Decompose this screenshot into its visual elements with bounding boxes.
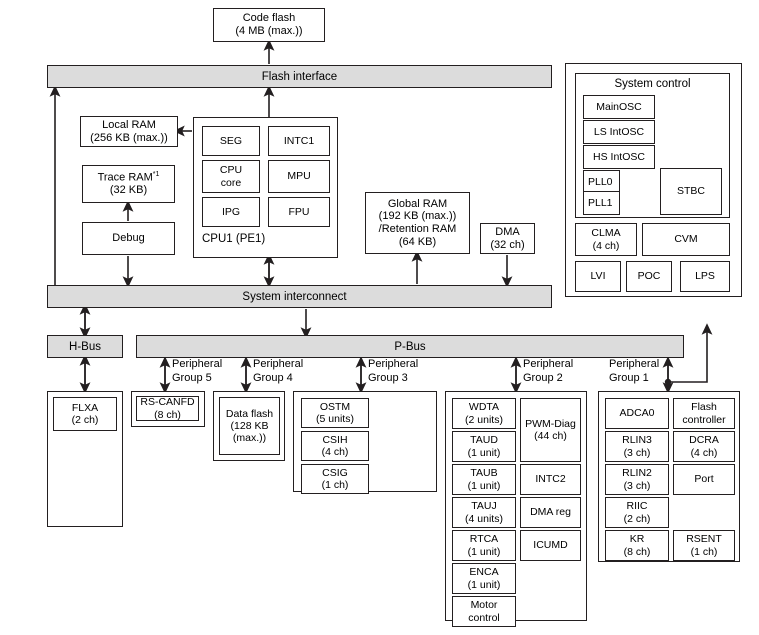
system-interconnect-bar: System interconnect <box>47 285 552 308</box>
junction-dot <box>664 378 672 386</box>
system-control-block-mainosc: MainOSC <box>583 95 655 119</box>
flxa-group: FLXA (2 ch) <box>47 391 123 527</box>
csih-block: CSIH (4 ch) <box>301 431 369 461</box>
riic-block: RIIC (2 ch) <box>605 497 669 528</box>
rs-canfd-block: RS-CANFD (8 ch) <box>136 396 199 421</box>
dma-reg-block: DMA reg <box>520 497 581 528</box>
rtca-block: RTCA (1 unit) <box>452 530 516 561</box>
cpu1-title: CPU1 (PE1) <box>202 233 266 245</box>
cpu1-block-intc1: INTC1 <box>268 126 330 156</box>
system-control-outer: System control MainOSC LS IntOSC HS IntO… <box>565 63 742 297</box>
ostm-block: OSTM (5 units) <box>301 398 369 428</box>
rlin3-block: RLIN3 (3 ch) <box>605 431 669 462</box>
cpu1-block-seg: SEG <box>202 126 260 156</box>
peripheral-group-3-label: Peripheral Group 3 <box>368 358 419 384</box>
port-block: Port <box>673 464 735 495</box>
kr-block: KR (8 ch) <box>605 530 669 561</box>
cpu1-block-cpu-core: CPU core <box>202 160 260 193</box>
system-control-block-pll0: PLL0 <box>583 170 620 194</box>
cpu1-group: SEG INTC1 CPU core MPU IPG FPU CPU1 (PE1… <box>193 117 338 258</box>
code-flash-block: Code flash (4 MB (max.)) <box>213 8 325 42</box>
rsent-block: RSENT (1 ch) <box>673 530 735 561</box>
trace-ram-footnote: *1 <box>152 171 160 179</box>
system-control-block-pll1: PLL1 <box>583 191 620 215</box>
trace-ram-name: Trace RAM <box>97 171 153 184</box>
peripheral-group-1-container: ADCA0 RLIN3 (3 ch) RLIN2 (3 ch) RIIC (2 … <box>598 391 740 562</box>
data-flash-block: Data flash (128 KB (max.)) <box>219 397 280 455</box>
system-control-block-clma: CLMA (4 ch) <box>575 223 637 256</box>
peripheral-group-4-label: Peripheral Group 4 <box>253 358 304 384</box>
system-control-block-poc: POC <box>626 261 672 292</box>
wdta-block: WDTA (2 units) <box>452 398 516 429</box>
peripheral-group-1-label: Peripheral Group 1 <box>609 358 660 384</box>
h-bus-bar: H-Bus <box>47 335 123 358</box>
taub-block: TAUB (1 unit) <box>452 464 516 495</box>
system-control-block-cvm: CVM <box>642 223 730 256</box>
peripheral-group-5-container: RS-CANFD (8 ch) <box>131 391 205 427</box>
p-bus-bar: P-Bus <box>136 335 684 358</box>
trace-ram-block: Trace RAM*1 (32 KB) <box>82 165 175 203</box>
intc2-block: INTC2 <box>520 464 581 495</box>
motor-control-block: Motor control <box>452 596 516 627</box>
cpu1-block-ipg: IPG <box>202 197 260 227</box>
system-control-title: System control <box>614 78 691 90</box>
system-control-inner: System control MainOSC LS IntOSC HS IntO… <box>575 73 730 218</box>
peripheral-group-4-container: Data flash (128 KB (max.)) <box>213 391 285 461</box>
flash-interface-bar: Flash interface <box>47 65 552 88</box>
global-ram-block: Global RAM (192 KB (max.)) /Retention RA… <box>365 192 470 254</box>
peripheral-group-2-label: Peripheral Group 2 <box>523 358 574 384</box>
peripheral-group-2-container: WDTA (2 units) TAUD (1 unit) TAUB (1 uni… <box>445 391 587 627</box>
system-control-block-stbc: STBC <box>660 168 722 215</box>
tauj-block: TAUJ (4 units) <box>452 497 516 528</box>
local-ram-block: Local RAM (256 KB (max.)) <box>80 116 178 147</box>
dma-block: DMA (32 ch) <box>480 223 535 254</box>
enca-block: ENCA (1 unit) <box>452 563 516 594</box>
cpu1-block-fpu: FPU <box>268 197 330 227</box>
csig-block: CSIG (1 ch) <box>301 464 369 494</box>
system-control-block-lvi: LVI <box>575 261 621 292</box>
system-control-block-hs-intosc: HS IntOSC <box>583 145 655 169</box>
adca0-block: ADCA0 <box>605 398 669 429</box>
cpu1-block-mpu: MPU <box>268 160 330 193</box>
system-control-block-ls-intosc: LS IntOSC <box>583 120 655 144</box>
trace-ram-size: (32 KB) <box>109 184 148 197</box>
debug-block: Debug <box>82 222 175 255</box>
dcra-block: DCRA (4 ch) <box>673 431 735 462</box>
icumd-block: ICUMD <box>520 530 581 561</box>
flxa-block: FLXA (2 ch) <box>53 397 117 431</box>
flash-controller-block: Flash controller <box>673 398 735 429</box>
rlin2-block: RLIN2 (3 ch) <box>605 464 669 495</box>
system-control-block-lps: LPS <box>680 261 730 292</box>
pwm-diag-block: PWM-Diag (44 ch) <box>520 398 581 462</box>
peripheral-group-5-label: Peripheral Group 5 <box>172 358 223 384</box>
peripheral-group-3-container: OSTM (5 units) CSIH (4 ch) CSIG (1 ch) <box>293 391 437 494</box>
taud-block: TAUD (1 unit) <box>452 431 516 462</box>
